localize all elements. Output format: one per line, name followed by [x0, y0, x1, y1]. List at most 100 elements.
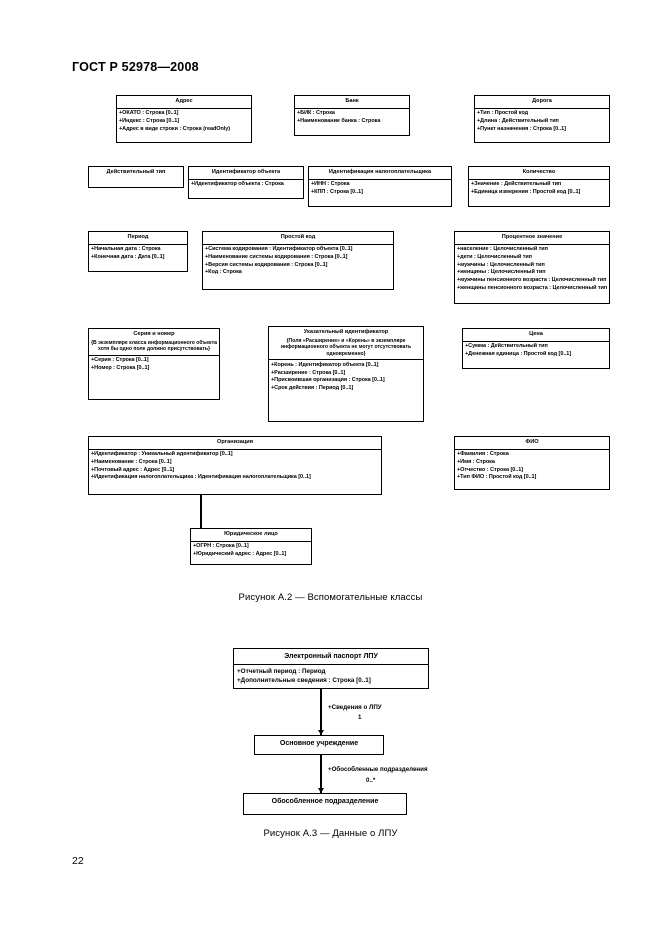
uml-attributes: +ОГРН : Строка [0..1] +Юридический адрес… [191, 542, 311, 561]
uml-attribute: +Значение : Действительный тип [471, 181, 562, 188]
uml-attribute: +Сумма : Действительный тип [465, 343, 548, 350]
uml-class-name: Юридическое лицо [191, 529, 311, 542]
uml-attribute: +Конечная дата : Дата [0..1] [91, 253, 165, 260]
uml-attribute: +женщины пенсионного возраста : Целочисл… [457, 285, 608, 292]
uml-class-seria-i-nomer: Серия и номер {В экземпляре класса инфор… [88, 328, 220, 400]
uml-attribute: +Наименование : Строка [0..1] [91, 458, 172, 465]
uml-attributes: +ИНН : Строка +КПП : Строка [0..1] [309, 180, 451, 199]
uml-attributes: +население : Целочисленный тип +дети : Ц… [455, 245, 609, 295]
uml-attributes: +Значение : Действительный тип +Единица … [469, 180, 609, 199]
uml-class-kolichestvo: Количество +Значение : Действительный ти… [468, 166, 610, 207]
uml-attribute: +Тип : Простой код [477, 110, 529, 117]
uml-class-name: Период [89, 232, 187, 245]
uml-attributes: +Начальная дата : Строка +Конечная дата … [89, 245, 187, 264]
uml-class-name-with-note: Серия и номер {В экземпляре класса инфор… [89, 329, 219, 356]
uml-attributes: +Серия : Строка [0..1] +Номер : Строка [… [89, 356, 219, 375]
uml-attribute: +Наименование банка : Строка [297, 117, 381, 124]
uml-class-adres: Адрес +ОКАТО : Строка [0..1] +Индекс : С… [116, 95, 252, 143]
uml-attribute: +Система кодирования : Идентификатор объ… [205, 246, 353, 253]
uml-attribute: +Фамилия : Строка [457, 451, 509, 458]
uml-attributes: +Отчетный период : Период +Дополнительны… [234, 665, 428, 687]
uml-attribute: +дети : Целочисленный тип [457, 253, 532, 260]
uml-class-name: Организация [89, 437, 381, 450]
uml-attribute: +Пункт назначения : Строка [0..1] [477, 125, 566, 132]
uml-attribute: +Начальная дата : Строка [91, 246, 161, 253]
uml-attribute: +Код : Строка [205, 269, 242, 276]
uml-class-name: Цена [463, 329, 609, 342]
association-multiplicity: 1 [358, 714, 362, 721]
uml-attributes: +Идентификатор : Уникальный идентификато… [89, 450, 381, 484]
uml-class-period: Период +Начальная дата : Строка +Конечна… [88, 231, 188, 272]
figure-caption-a2: Рисунок А.2 — Вспомогательные классы [238, 592, 423, 603]
uml-attribute: +Юридический адрес : Адрес [0..1] [193, 550, 287, 557]
uml-class-name: Идентификатор объекта [189, 167, 303, 180]
uml-attribute: +Тип ФИО : Простой код [0..1] [457, 474, 537, 481]
uml-class-name-with-note: Указательный идентификатор {Поля «Расшир… [269, 327, 423, 361]
standard-header: ГОСТ Р 52978—2008 [72, 60, 199, 74]
uml-attribute: +население : Целочисленный тип [457, 246, 548, 253]
uml-attribute: +Адрес в виде строки : Строка (readOnly) [119, 125, 231, 132]
uml-class-identifikator-obekta: Идентификатор объекта +Идентификатор объ… [188, 166, 304, 199]
association-line-svedenia-o-lpu [320, 689, 322, 735]
uml-class-identifikaciya-nalogoplatelshchika: Идентификация налогоплательщика +ИНН : С… [308, 166, 452, 207]
uml-class-deistvitelnyi-tip: Действительный тип [88, 166, 184, 188]
figure-caption-a3: Рисунок А.3 — Данные о ЛПУ [263, 828, 398, 839]
uml-attribute: +мужчины : Целочисленный тип [457, 261, 545, 268]
association-role-label: +Обособленные подразделения [328, 766, 428, 773]
uml-class-name: Адрес [117, 96, 251, 109]
uml-attribute: +Отчетный период : Период [237, 668, 326, 676]
uml-attribute: +Длина : Действительный тип [477, 117, 559, 124]
uml-attribute: +Присвоившая организация : Строка [0..1] [271, 377, 385, 384]
uml-attribute: +Версия системы кодирования : Строка [0.… [205, 261, 328, 268]
association-line-organizacia-yuridicheskoe-lico [200, 495, 202, 528]
uml-attribute: +Индекс : Строка [0..1] [119, 117, 180, 124]
uml-class-name: Количество [469, 167, 609, 180]
uml-attribute: +ОГРН : Строка [0..1] [193, 543, 249, 550]
uml-attribute: +ИНН : Строка [311, 181, 350, 188]
uml-class-cena: Цена +Сумма : Действительный тип +Денежн… [462, 328, 610, 369]
uml-attributes: +Корень : Идентификатор объекта [0..1] +… [269, 360, 423, 394]
uml-attribute: +Почтовый адрес : Адрес [0..1] [91, 466, 175, 473]
uml-class-elektronnyi-pasport-lpu: Электронный паспорт ЛПУ +Отчетный период… [233, 648, 429, 689]
uml-class-name: Обособленное подразделение [271, 798, 379, 805]
uml-attribute: +Идентификатор : Уникальный идентификато… [91, 451, 233, 458]
uml-attribute: +КПП : Строка [0..1] [311, 188, 363, 195]
uml-attribute: +Корень : Идентификатор объекта [0..1] [271, 361, 379, 368]
uml-attribute: +Идентификатор объекта : Строка [191, 181, 284, 188]
uml-class-name: Основное учреждение [279, 740, 359, 747]
uml-attribute: +Наименование системы кодирования : Стро… [205, 253, 348, 260]
uml-class-doroga: Дорога +Тип : Простой код +Длина : Дейст… [474, 95, 610, 143]
page-number: 22 [72, 855, 84, 867]
uml-class-name: ФИО [455, 437, 609, 450]
uml-class-prostoy-kod: Простой код +Система кодирования : Идент… [202, 231, 394, 290]
uml-attribute: +Отчество : Строка [0..1] [457, 466, 523, 473]
uml-attribute: +ОКАТО : Строка [0..1] [119, 110, 179, 117]
uml-class-name: Простой код [203, 232, 393, 245]
uml-attribute: +Идентификация налогоплательщика : Идент… [91, 474, 311, 481]
uml-class-osnovnoe-uchrezhdenie: Основное учреждение [254, 735, 384, 755]
uml-class-name: Дорога [475, 96, 609, 109]
uml-class-name: Электронный паспорт ЛПУ [234, 649, 428, 666]
uml-attribute: +Денежная единица : Простой код [0..1] [465, 350, 572, 357]
uml-class-name: Банк [295, 96, 409, 109]
uml-attribute: +БИК : Строка [297, 110, 335, 117]
uml-attribute: +Номер : Строка [0..1] [91, 365, 150, 372]
uml-attribute: +мужчины пенсионного возраста : Целочисл… [457, 277, 607, 284]
uml-attributes: +Идентификатор объекта : Строка [189, 180, 303, 191]
uml-class-name: Действительный тип [106, 169, 166, 175]
uml-attribute: +Дополнительные сведения : Строка [0..1] [237, 677, 371, 685]
uml-class-name: Указательный идентификатор [303, 329, 389, 335]
uml-class-ukazatelnyi-identifikator: Указательный идентификатор {Поля «Расшир… [268, 326, 424, 422]
uml-attribute: +Серия : Строка [0..1] [91, 357, 149, 364]
uml-class-name: Серия и номер [133, 331, 175, 337]
uml-attribute: +женщины : Целочисленный тип [457, 269, 546, 276]
uml-attribute: +Срок действия : Период [0..1] [271, 385, 354, 392]
arrow-head-icon [317, 730, 324, 735]
uml-class-name: Идентификация налогоплательщика [309, 167, 451, 180]
uml-constraint-note: {В экземпляре класса информационного объ… [91, 339, 217, 353]
association-line-obosoblennye-podrazdelenia [320, 755, 322, 793]
uml-attribute: +Единица измерения : Простой код [0..1] [471, 188, 581, 195]
uml-attributes: +Фамилия : Строка +Имя : Строка +Отчеств… [455, 450, 609, 484]
uml-attributes: +БИК : Строка +Наименование банка : Стро… [295, 109, 409, 128]
